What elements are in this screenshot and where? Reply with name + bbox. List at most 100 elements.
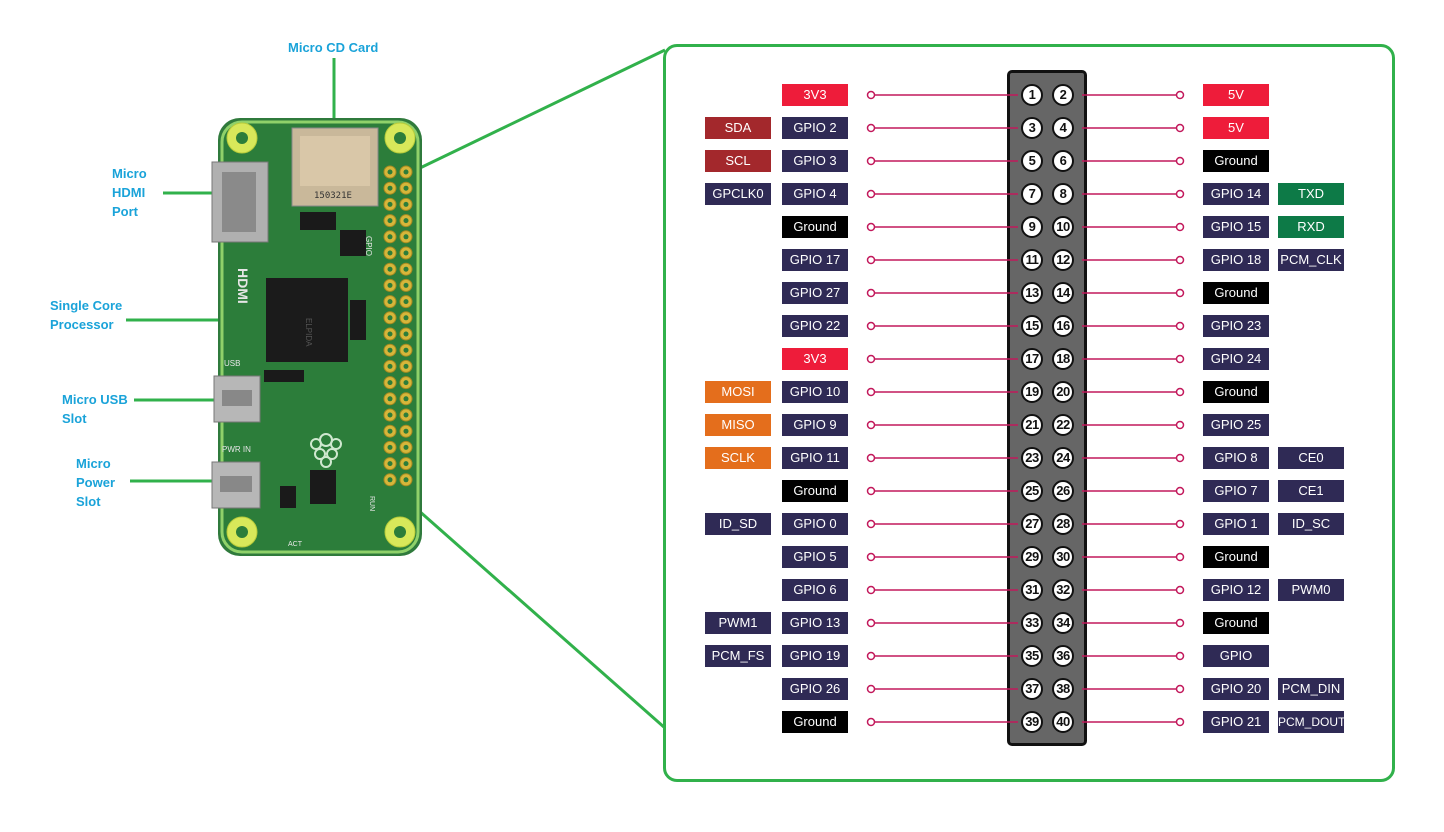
usb-silkscreen: USB — [224, 359, 240, 368]
gpio-pad-hole — [387, 299, 393, 305]
pin-number-34: 34 — [1052, 612, 1074, 634]
pin-label-35: GPIO 19 — [782, 645, 848, 667]
pin-number-13: 13 — [1021, 282, 1043, 304]
pin-number-33: 33 — [1021, 612, 1043, 634]
pin-number-37: 37 — [1021, 678, 1043, 700]
gpio-pad-hole — [387, 461, 393, 467]
pin-number-35: 35 — [1021, 645, 1043, 667]
callout-power-line2: Power — [76, 475, 116, 490]
gpio-pad-hole — [403, 347, 409, 353]
pin-line-end-36 — [1175, 651, 1185, 661]
pinout-panel — [663, 44, 1395, 782]
pin-line-end-21 — [866, 420, 876, 430]
pin-alt-label-26: CE1 — [1278, 480, 1344, 502]
gpio-pad-hole — [403, 396, 409, 402]
pin-number-28: 28 — [1052, 513, 1074, 535]
pin-alt-label-19: MOSI — [705, 381, 771, 403]
callout-leader-lines — [126, 48, 666, 730]
pin-number-16: 16 — [1052, 315, 1074, 337]
pin-alt-label-10: RXD — [1278, 216, 1344, 238]
act-silkscreen: ACT — [288, 541, 303, 548]
pin-line-end-26 — [1175, 486, 1185, 496]
pin-alt-label-23: SCLK — [705, 447, 771, 469]
pin-label-9: Ground — [782, 216, 848, 238]
pin-label-26: GPIO 7 — [1203, 480, 1269, 502]
gpio-pad-hole — [403, 477, 409, 483]
pin-label-5: GPIO 3 — [782, 150, 848, 172]
pin-label-1: 3V3 — [782, 84, 848, 106]
gpio-pad-hole — [403, 282, 409, 288]
pin-number-15: 15 — [1021, 315, 1043, 337]
pin-line-end-2 — [1175, 90, 1185, 100]
gpio-pad-hole — [387, 169, 393, 175]
gpio-pad-hole — [403, 218, 409, 224]
raspberry-logo — [310, 433, 342, 468]
pin-number-30: 30 — [1052, 546, 1074, 568]
pin-line-end-38 — [1175, 684, 1185, 694]
small-components — [264, 212, 366, 508]
pin-number-1: 1 — [1021, 84, 1043, 106]
pin-line-end-37 — [866, 684, 876, 694]
gpio-pad-hole — [403, 185, 409, 191]
pin-line-end-22 — [1175, 420, 1185, 430]
pin-alt-label-38: PCM_DIN — [1278, 678, 1344, 700]
pin-label-34: Ground — [1203, 612, 1269, 634]
pin-number-6: 6 — [1052, 150, 1074, 172]
pin-line-end-6 — [1175, 156, 1185, 166]
callout-processor: Single Core Processor — [50, 296, 122, 334]
pin-number-17: 17 — [1021, 348, 1043, 370]
pin-number-10: 10 — [1052, 216, 1074, 238]
pin-label-11: GPIO 17 — [782, 249, 848, 271]
gpio-pad-hole — [387, 315, 393, 321]
pin-line-end-20 — [1175, 387, 1185, 397]
pin-alt-label-12: PCM_CLK — [1278, 249, 1344, 271]
callout-hdmi-line2: HDMI — [112, 185, 146, 200]
pin-alt-label-3: SDA — [705, 117, 771, 139]
gpio-pad-hole — [403, 169, 409, 175]
pin-label-24: GPIO 8 — [1203, 447, 1269, 469]
sd-card-id-text: 150321E — [314, 191, 352, 201]
gpio-silkscreen: GPIO — [364, 236, 373, 256]
pin-label-18: GPIO 24 — [1203, 348, 1269, 370]
processor-chip — [266, 278, 348, 362]
pin-label-21: GPIO 9 — [782, 414, 848, 436]
callout-processor-line2: Processor — [50, 317, 114, 332]
pin-label-30: Ground — [1203, 546, 1269, 568]
pin-number-2: 2 — [1052, 84, 1074, 106]
pin-number-20: 20 — [1052, 381, 1074, 403]
pin-alt-label-5: SCL — [705, 150, 771, 172]
pin-label-10: GPIO 15 — [1203, 216, 1269, 238]
gpio-pad-hole — [403, 380, 409, 386]
pin-line-end-3 — [866, 123, 876, 133]
gpio-pad-hole — [387, 201, 393, 207]
gpio-pad-header — [383, 165, 413, 487]
pin-label-40: GPIO 21 — [1203, 711, 1269, 733]
pin-label-15: GPIO 22 — [782, 315, 848, 337]
gpio-pad-hole — [403, 444, 409, 450]
gpio-pad-hole — [387, 218, 393, 224]
pin-label-2: 5V — [1203, 84, 1269, 106]
gpio-pad-hole — [403, 428, 409, 434]
pin-label-25: Ground — [782, 480, 848, 502]
pin-line-end-9 — [866, 222, 876, 232]
pin-label-20: Ground — [1203, 381, 1269, 403]
gpio-pad-hole — [387, 331, 393, 337]
gpio-pad-hole — [387, 282, 393, 288]
pin-alt-label-7: GPCLK0 — [705, 183, 771, 205]
run-silkscreen: RUN — [368, 496, 375, 511]
pin-line-end-31 — [866, 585, 876, 595]
pin-alt-label-24: CE0 — [1278, 447, 1344, 469]
pin-number-22: 22 — [1052, 414, 1074, 436]
pin-line-end-34 — [1175, 618, 1185, 628]
pin-number-18: 18 — [1052, 348, 1074, 370]
pin-label-31: GPIO 6 — [782, 579, 848, 601]
callout-power: Micro Power Slot — [76, 454, 115, 511]
gpio-pad-hole — [403, 363, 409, 369]
processor-chip-text: ELPIDA — [304, 318, 313, 347]
pin-line-end-1 — [866, 90, 876, 100]
pin-alt-label-27: ID_SD — [705, 513, 771, 535]
pin-number-26: 26 — [1052, 480, 1074, 502]
pin-label-23: GPIO 11 — [782, 447, 848, 469]
gpio-pad-hole — [387, 428, 393, 434]
callout-power-line3: Slot — [76, 494, 101, 509]
